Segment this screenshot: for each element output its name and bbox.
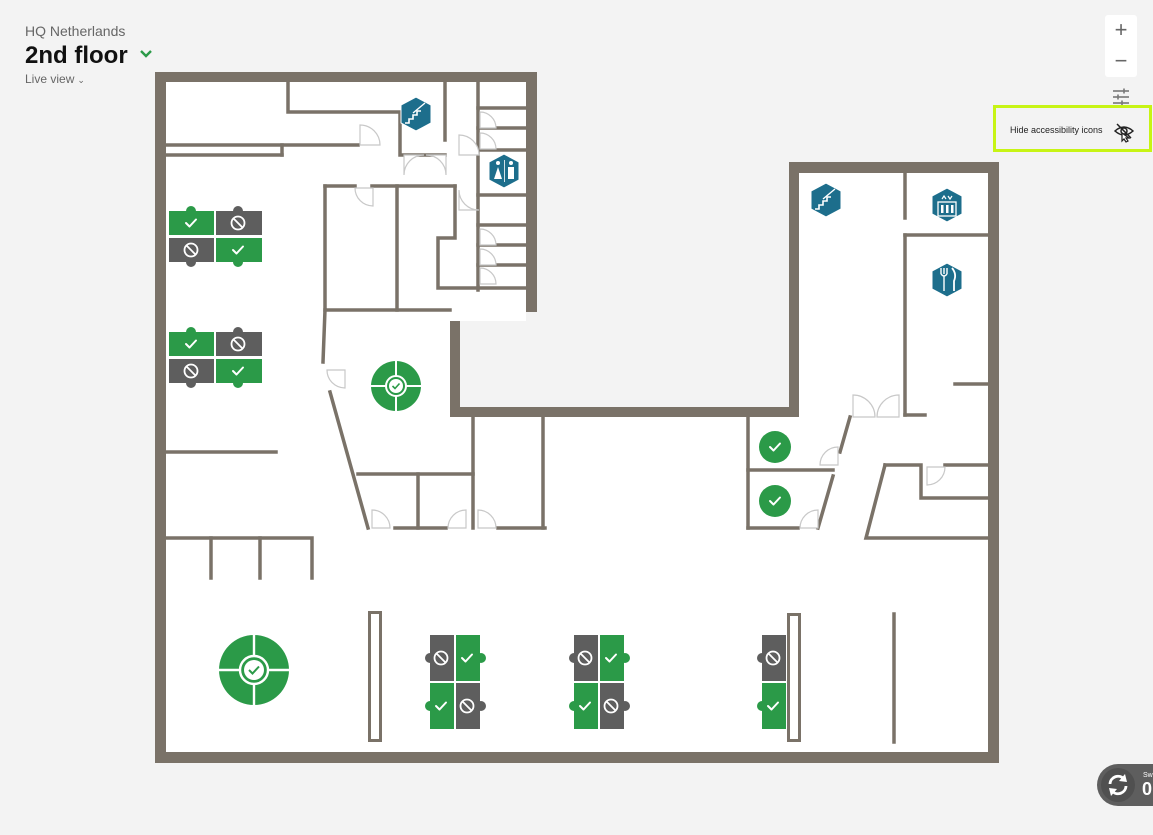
desk-d3[interactable] bbox=[569, 683, 598, 729]
sync-widget[interactable]: Sw 0 bbox=[1097, 764, 1153, 806]
zoom-out-button[interactable]: − bbox=[1114, 48, 1128, 73]
desk-cluster-e[interactable] bbox=[757, 635, 786, 729]
desk-cluster-c[interactable] bbox=[425, 635, 486, 729]
stairs-icon bbox=[810, 182, 842, 218]
desk-d4[interactable] bbox=[600, 683, 630, 729]
desk-e2[interactable] bbox=[757, 683, 786, 729]
desk-d2[interactable] bbox=[600, 635, 630, 681]
zoom-in-button[interactable]: + bbox=[1114, 17, 1128, 42]
restaurant-icon bbox=[931, 262, 963, 298]
desk-c2[interactable] bbox=[456, 635, 486, 681]
desk-b1[interactable] bbox=[169, 327, 214, 356]
zoom-controls: + − bbox=[1105, 15, 1137, 77]
office-room-2[interactable] bbox=[759, 485, 791, 517]
hide-accessibility-label: Hide accessibility icons bbox=[1010, 125, 1103, 135]
desk-cluster-a[interactable] bbox=[169, 206, 262, 267]
office-room-1[interactable] bbox=[759, 431, 791, 463]
desk-b4[interactable] bbox=[216, 359, 262, 388]
hide-accessibility-button[interactable]: Hide accessibility icons bbox=[993, 105, 1152, 152]
desk-c4[interactable] bbox=[456, 683, 486, 729]
sync-icon bbox=[1101, 768, 1135, 802]
elevator-icon bbox=[931, 187, 963, 223]
desk-e1[interactable] bbox=[757, 635, 786, 681]
desk-cluster-d[interactable] bbox=[569, 635, 630, 729]
view-label: Live view bbox=[25, 72, 75, 86]
desk-d1[interactable] bbox=[569, 635, 598, 681]
filter-sliders-icon[interactable] bbox=[1112, 88, 1130, 106]
floor-chevron-down-icon[interactable] bbox=[139, 47, 153, 61]
desk-c1[interactable] bbox=[425, 635, 454, 681]
round-table-meeting-room[interactable] bbox=[371, 361, 421, 411]
floor-title: 2nd floor bbox=[25, 42, 128, 69]
round-table-open-area[interactable] bbox=[219, 635, 289, 705]
view-selector[interactable]: Live view⌄ bbox=[25, 72, 85, 86]
desk-a3[interactable] bbox=[169, 238, 214, 267]
stairs-icon bbox=[400, 96, 432, 132]
building-name: HQ Netherlands bbox=[25, 23, 126, 39]
interior-walls bbox=[164, 80, 990, 744]
desk-b3[interactable] bbox=[169, 359, 214, 388]
restroom-icon bbox=[488, 153, 520, 189]
desk-cluster-b[interactable] bbox=[169, 327, 262, 388]
desk-c3[interactable] bbox=[425, 683, 454, 729]
view-chevron-icon: ⌄ bbox=[77, 75, 85, 85]
desk-a1[interactable] bbox=[169, 206, 214, 235]
desk-a4[interactable] bbox=[216, 238, 262, 267]
partition-walls bbox=[368, 611, 801, 742]
desk-b2[interactable] bbox=[216, 327, 262, 356]
sync-label: Sw bbox=[1143, 772, 1153, 779]
desk-a2[interactable] bbox=[216, 206, 262, 235]
door-swings bbox=[326, 111, 946, 529]
eye-slash-icon bbox=[1113, 123, 1135, 143]
building-walls bbox=[155, 72, 999, 763]
sync-count: 0 bbox=[1142, 779, 1153, 799]
